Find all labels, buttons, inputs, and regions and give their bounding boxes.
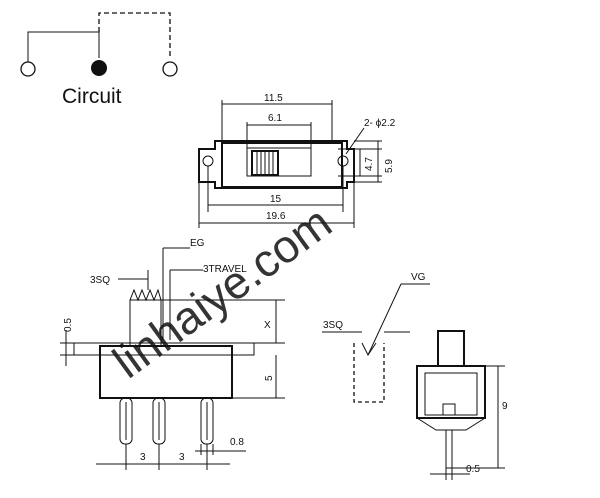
circuit-terminal-common xyxy=(91,60,107,76)
top-view: 11.5 6.1 2- ϕ2.2 4.7 5.9 15 19.6 xyxy=(198,93,396,228)
vg-sq-label: 3SQ xyxy=(323,320,343,331)
end-detent xyxy=(442,403,456,416)
side-body-outline xyxy=(99,345,233,399)
end-view: 9 0.5 xyxy=(416,330,508,480)
dim-hole-pitch: 15 xyxy=(270,194,282,205)
actuator-ridges xyxy=(256,151,274,175)
circuit-dashed-link xyxy=(98,12,171,58)
side-mount-plate xyxy=(73,342,255,356)
circuit-terminal-right xyxy=(162,61,178,77)
vg-groove-outline xyxy=(353,343,385,403)
end-pin xyxy=(445,429,453,469)
end-body-outer xyxy=(416,365,486,419)
vg-label: VG xyxy=(411,272,426,283)
side-x-label: X xyxy=(264,320,271,331)
end-body-inner xyxy=(424,372,478,416)
dim-overall-width: 11.5 xyxy=(264,93,283,104)
side-eg-label: EG xyxy=(190,238,205,249)
circuit-terminal-left xyxy=(20,61,36,77)
circuit-solid-link xyxy=(27,31,100,63)
side-sq-label: 3SQ xyxy=(90,275,110,286)
end-pin-thickness-label: 0.5 xyxy=(466,464,480,475)
dim-flange-length: 19.6 xyxy=(266,211,286,222)
side-view: 3SQ EG 3TRAVEL X 5 0.5 3 3 0.8 xyxy=(60,238,285,470)
end-base-taper xyxy=(416,417,486,431)
dim-flange-height: 5.9 xyxy=(384,159,395,173)
end-height-label: 9 xyxy=(502,401,508,412)
dim-hole-spec: 2- ϕ2.2 xyxy=(364,118,396,129)
vg-leader xyxy=(367,283,402,356)
side-pin-width-label: 0.8 xyxy=(230,437,244,448)
side-travel-label: 3TRAVEL xyxy=(203,264,247,275)
vg-section: VG 3SQ xyxy=(322,272,430,403)
watermark-text: linhaiye.com xyxy=(103,196,340,388)
mount-hole-left xyxy=(202,155,214,167)
circuit-symbol: Circuit xyxy=(20,12,178,108)
top-body-outline xyxy=(221,142,343,188)
end-actuator xyxy=(437,330,465,367)
dim-slot-width: 6.1 xyxy=(268,113,282,124)
side-pin-length-label: 5 xyxy=(264,375,275,381)
side-pitch-1-label: 3 xyxy=(140,452,146,463)
dim-body-height: 4.7 xyxy=(364,157,375,171)
side-pitch-2-label: 3 xyxy=(179,452,185,463)
circuit-label: Circuit xyxy=(62,85,122,108)
side-actuator-ridges xyxy=(129,288,162,302)
side-offset-label: 0.5 xyxy=(63,318,74,332)
